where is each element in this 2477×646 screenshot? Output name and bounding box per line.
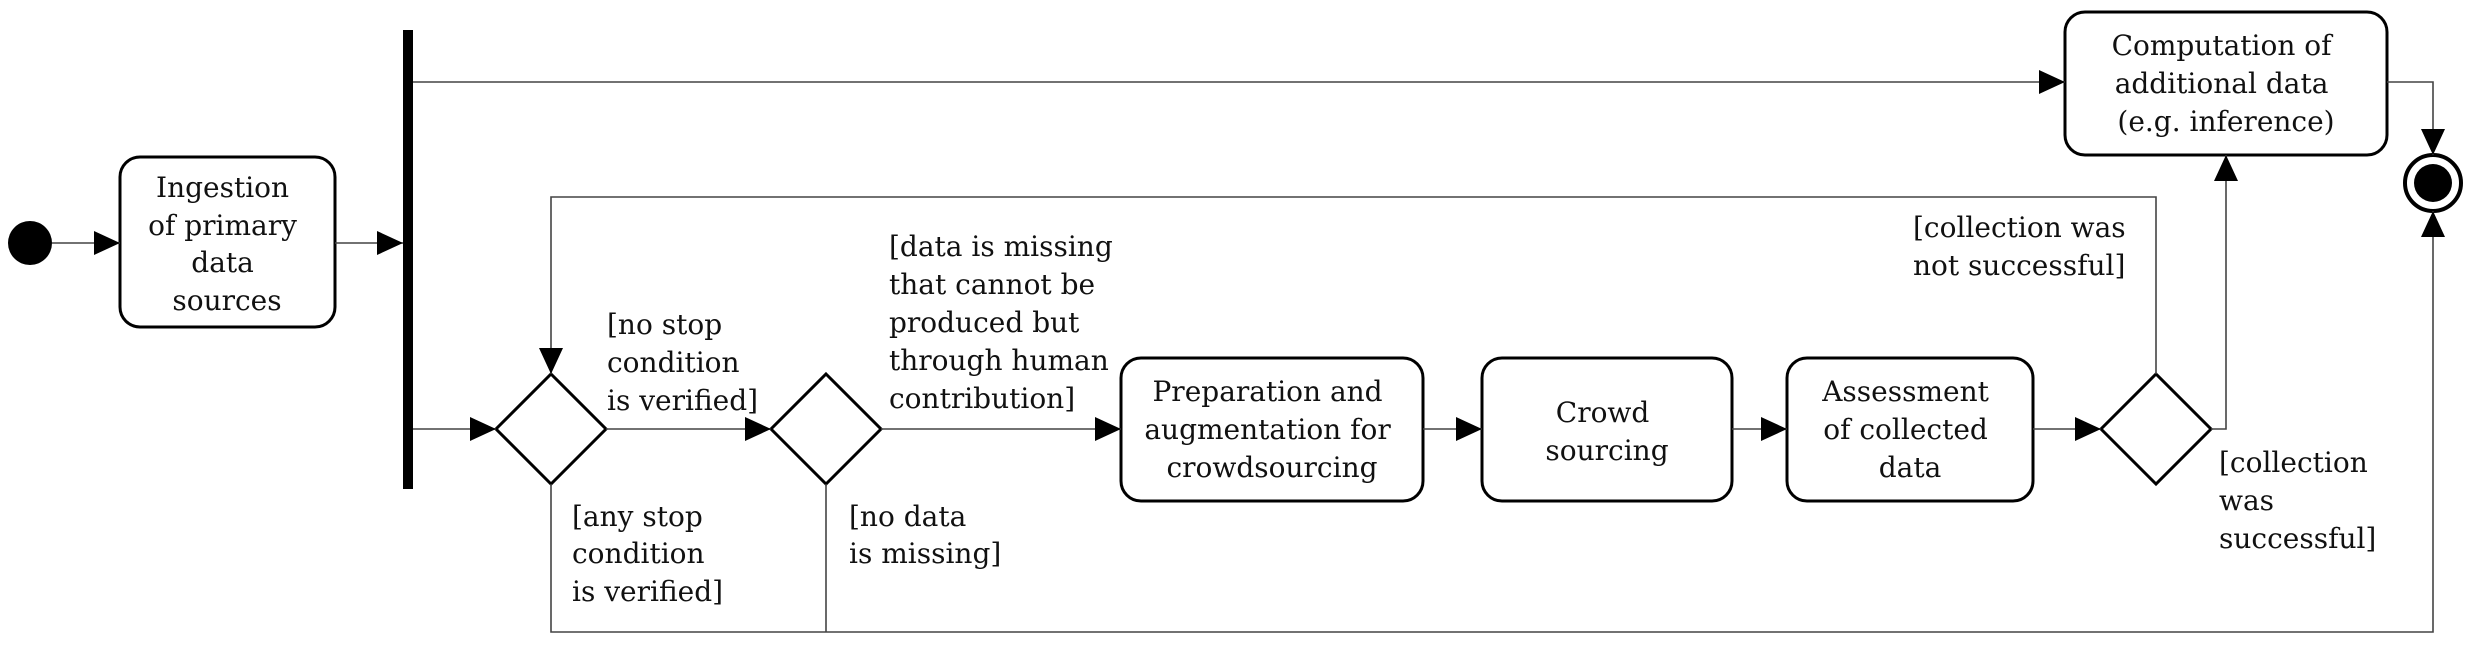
guard-data-missing: [data is missing that cannot be produced… xyxy=(889,230,1122,415)
fork-bar xyxy=(403,30,413,489)
final-node xyxy=(2403,153,2463,213)
guard-collection-not-successful: [collection was not successful] xyxy=(1913,211,2135,282)
guard-any-stop-condition: [any stop condition is verified] xyxy=(572,500,723,608)
ingestion-box xyxy=(118,155,337,329)
decision-stop-condition xyxy=(493,371,609,487)
flow-stop-to-end xyxy=(550,211,2445,633)
flow-collection-loop xyxy=(539,196,2157,374)
decision-collection xyxy=(2098,371,2214,487)
guard-no-data-missing: [no data is missing] xyxy=(849,500,1001,570)
control-flows xyxy=(52,70,2445,633)
computation-label: Computation of additional data (e.g. inf… xyxy=(2112,29,2341,138)
assessment-label: Assessment of collected data xyxy=(1821,375,1998,484)
guard-collection-successful: [collection was successful] xyxy=(2219,446,2377,555)
flow-collection-to-computation xyxy=(2211,155,2238,430)
initial-node xyxy=(8,221,52,265)
decision-data-missing xyxy=(768,371,884,487)
preparation-label: Preparation and augmentation for crowdso… xyxy=(1144,375,1399,484)
crowdsourcing-box xyxy=(1480,356,1734,503)
crowdsourcing-label: Crowd sourcing xyxy=(1545,396,1668,467)
ingestion-label: Ingestion of primary data sources xyxy=(148,171,306,317)
guard-no-stop-condition: [no stop condition is verified] xyxy=(607,308,758,417)
flow-computation-to-end xyxy=(2387,81,2445,155)
